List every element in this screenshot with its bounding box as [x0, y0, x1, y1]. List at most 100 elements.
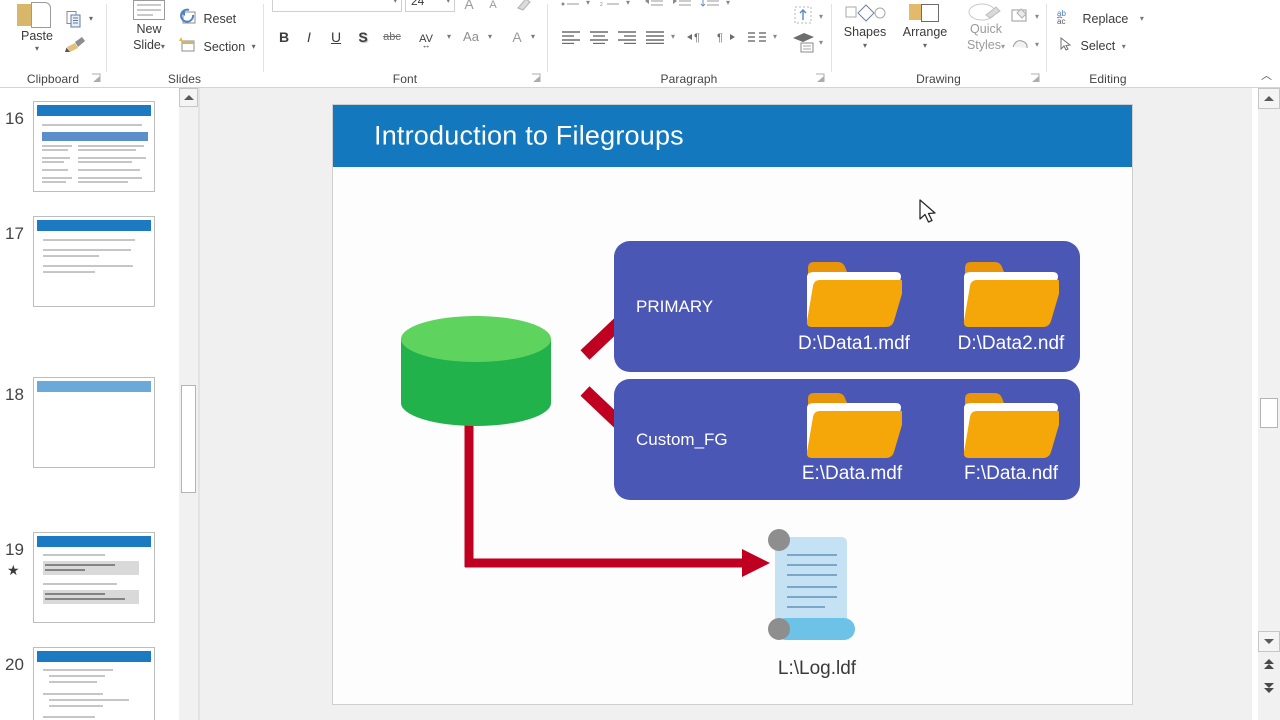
thumbnail-slide-20[interactable]: 20 [0, 647, 178, 720]
slide-scroll-down-button[interactable] [1258, 631, 1280, 652]
collapse-ribbon-button[interactable]: ︿ [1261, 70, 1272, 82]
filegroup-primary[interactable]: PRIMARY D:\Dat [614, 241, 1080, 372]
copy-caret-icon[interactable]: ▾ [88, 13, 93, 23]
paragraph-dialog-launcher[interactable] [815, 73, 826, 84]
clear-formatting-button[interactable] [512, 0, 536, 14]
svg-text:¶: ¶ [694, 32, 700, 44]
shapes-caret-icon[interactable]: ▾ [862, 41, 867, 50]
font-name-caret-icon[interactable]: ▾ [393, 0, 397, 5]
character-spacing-button[interactable]: AV ↔ [409, 26, 443, 50]
increase-indent-button[interactable] [670, 0, 694, 10]
thumbnail-frame[interactable] [33, 101, 155, 192]
svg-text:ac: ac [1057, 17, 1065, 26]
thumbnail-frame[interactable] [33, 377, 155, 468]
scroll-up-arrow-icon [1264, 96, 1274, 101]
slide-thumbnail-pane[interactable]: 16 17 [0, 88, 178, 720]
arrange-caret-icon[interactable]: ▾ [922, 41, 927, 50]
clipboard-dialog-launcher[interactable] [91, 73, 102, 84]
paste-caret-icon[interactable]: ▾ [34, 44, 39, 53]
numbering-button[interactable]: 1 2 [598, 0, 622, 10]
reset-button[interactable]: Reset [179, 8, 236, 29]
thumbnail-slide-16[interactable]: 16 [0, 101, 178, 196]
thumbnail-frame[interactable] [33, 532, 155, 623]
arrange-label: Arrange [902, 25, 948, 39]
thumbnail-scrollbar-thumb[interactable] [181, 385, 196, 493]
decrease-font-size-button[interactable]: A [482, 0, 504, 14]
thumbnail-slide-17[interactable]: 17 [0, 216, 178, 311]
thumbnail-frame[interactable] [33, 216, 155, 307]
underline-button[interactable]: U [330, 29, 342, 45]
increase-font-size-button[interactable]: A [458, 0, 480, 14]
numbering-caret-icon[interactable]: ▾ [625, 0, 630, 7]
replace-caret-icon[interactable]: ▾ [1139, 14, 1144, 23]
filegroup-custom[interactable]: Custom_FG E:\Data.mdf F: [614, 379, 1080, 500]
line-spacing-caret-icon[interactable]: ▾ [725, 0, 730, 7]
columns-button[interactable] [744, 26, 770, 48]
text-direction-rtl-button[interactable]: ¶ [684, 26, 710, 48]
quick-styles-caret-icon[interactable]: ▾ [1001, 42, 1006, 51]
change-case-caret-icon[interactable]: ▾ [487, 32, 492, 41]
slide-canvas[interactable]: Introduction to Filegroups [332, 104, 1133, 705]
select-caret-icon[interactable]: ▾ [1121, 41, 1126, 51]
justify-caret-icon[interactable]: ▾ [670, 31, 675, 41]
font-size-caret-icon[interactable]: ▾ [446, 0, 450, 5]
quick-styles-button[interactable]: Quick Styles▾ [958, 2, 1014, 53]
section-caret-icon[interactable]: ▾ [251, 42, 256, 51]
thumbnail-pane-scrollbar[interactable] [179, 88, 198, 720]
columns-caret-icon[interactable]: ▾ [772, 31, 777, 41]
arrange-button[interactable]: Arrange ▾ [894, 2, 956, 50]
font-name-combo[interactable]: ▾ [272, 0, 402, 12]
shape-fill-caret-icon[interactable]: ▾ [1034, 11, 1039, 21]
section-button[interactable]: Section ▾ [179, 36, 256, 57]
align-right-button[interactable] [614, 26, 640, 48]
italic-button[interactable]: I [307, 29, 311, 45]
replace-button[interactable]: ab ac Replace ▾ [1056, 8, 1144, 29]
thumbnail-slide-18[interactable]: 18 [0, 377, 178, 472]
next-slide-button[interactable] [1258, 677, 1280, 699]
slide-pane-scrollbar[interactable] [1258, 88, 1280, 720]
thumbnail-scroll-up-button[interactable] [179, 88, 198, 107]
character-spacing-caret-icon[interactable]: ▾ [446, 32, 451, 41]
bullets-caret-icon[interactable]: ▾ [585, 0, 590, 7]
new-slide-caret-icon[interactable]: ▾ [160, 42, 165, 51]
font-color-button[interactable]: A [512, 29, 522, 45]
bullets-button[interactable] [558, 0, 582, 10]
paste-button[interactable]: Paste ▾ [6, 2, 68, 53]
decrease-indent-button[interactable] [642, 0, 666, 10]
shapes-button[interactable]: Shapes ▾ [836, 2, 894, 50]
convert-to-smartart-caret-icon[interactable]: ▾ [818, 37, 823, 47]
group-separator [831, 4, 832, 72]
format-painter-button[interactable] [62, 32, 88, 56]
font-size-combo[interactable]: 24 ▾ [405, 0, 455, 12]
convert-to-smartart-button[interactable] [791, 30, 817, 54]
drawing-dialog-launcher[interactable] [1030, 73, 1041, 84]
bold-button[interactable]: B [278, 29, 290, 45]
shape-outline-button[interactable] [1008, 34, 1032, 54]
previous-slide-button[interactable] [1258, 653, 1280, 675]
shape-outline-caret-icon[interactable]: ▾ [1034, 39, 1039, 49]
change-case-button[interactable]: Aa [463, 29, 479, 44]
align-text-caret-icon[interactable]: ▾ [818, 11, 823, 21]
font-dialog-launcher[interactable] [531, 73, 542, 84]
text-direction-ltr-button[interactable]: ¶ [713, 26, 739, 48]
select-button[interactable]: Select ▾ [1057, 36, 1126, 56]
new-slide-button[interactable]: New Slide▾ [119, 0, 179, 53]
thumbnail-slide-19[interactable]: 19 ★ [0, 532, 178, 627]
align-left-button[interactable] [558, 26, 584, 48]
section-icon [179, 36, 197, 57]
text-shadow-button[interactable]: S [358, 29, 368, 45]
strikethrough-button[interactable]: abc [383, 31, 401, 43]
justify-button[interactable] [642, 26, 668, 48]
align-center-button[interactable] [586, 26, 612, 48]
line-spacing-button[interactable] [698, 0, 722, 10]
thumbnail-frame[interactable] [33, 647, 155, 720]
page-title: Introduction to Filegroups [374, 120, 684, 151]
slide-scroll-up-button[interactable] [1258, 88, 1280, 109]
slide-scrollbar-thumb[interactable] [1260, 398, 1278, 428]
font-color-caret-icon[interactable]: ▾ [530, 32, 535, 41]
slide-editor-area[interactable]: Introduction to Filegroups [200, 88, 1252, 720]
copy-button[interactable] [62, 8, 86, 30]
align-text-button[interactable] [791, 4, 817, 26]
slide-title-bar[interactable]: Introduction to Filegroups [333, 105, 1132, 167]
shape-fill-button[interactable] [1008, 6, 1032, 26]
